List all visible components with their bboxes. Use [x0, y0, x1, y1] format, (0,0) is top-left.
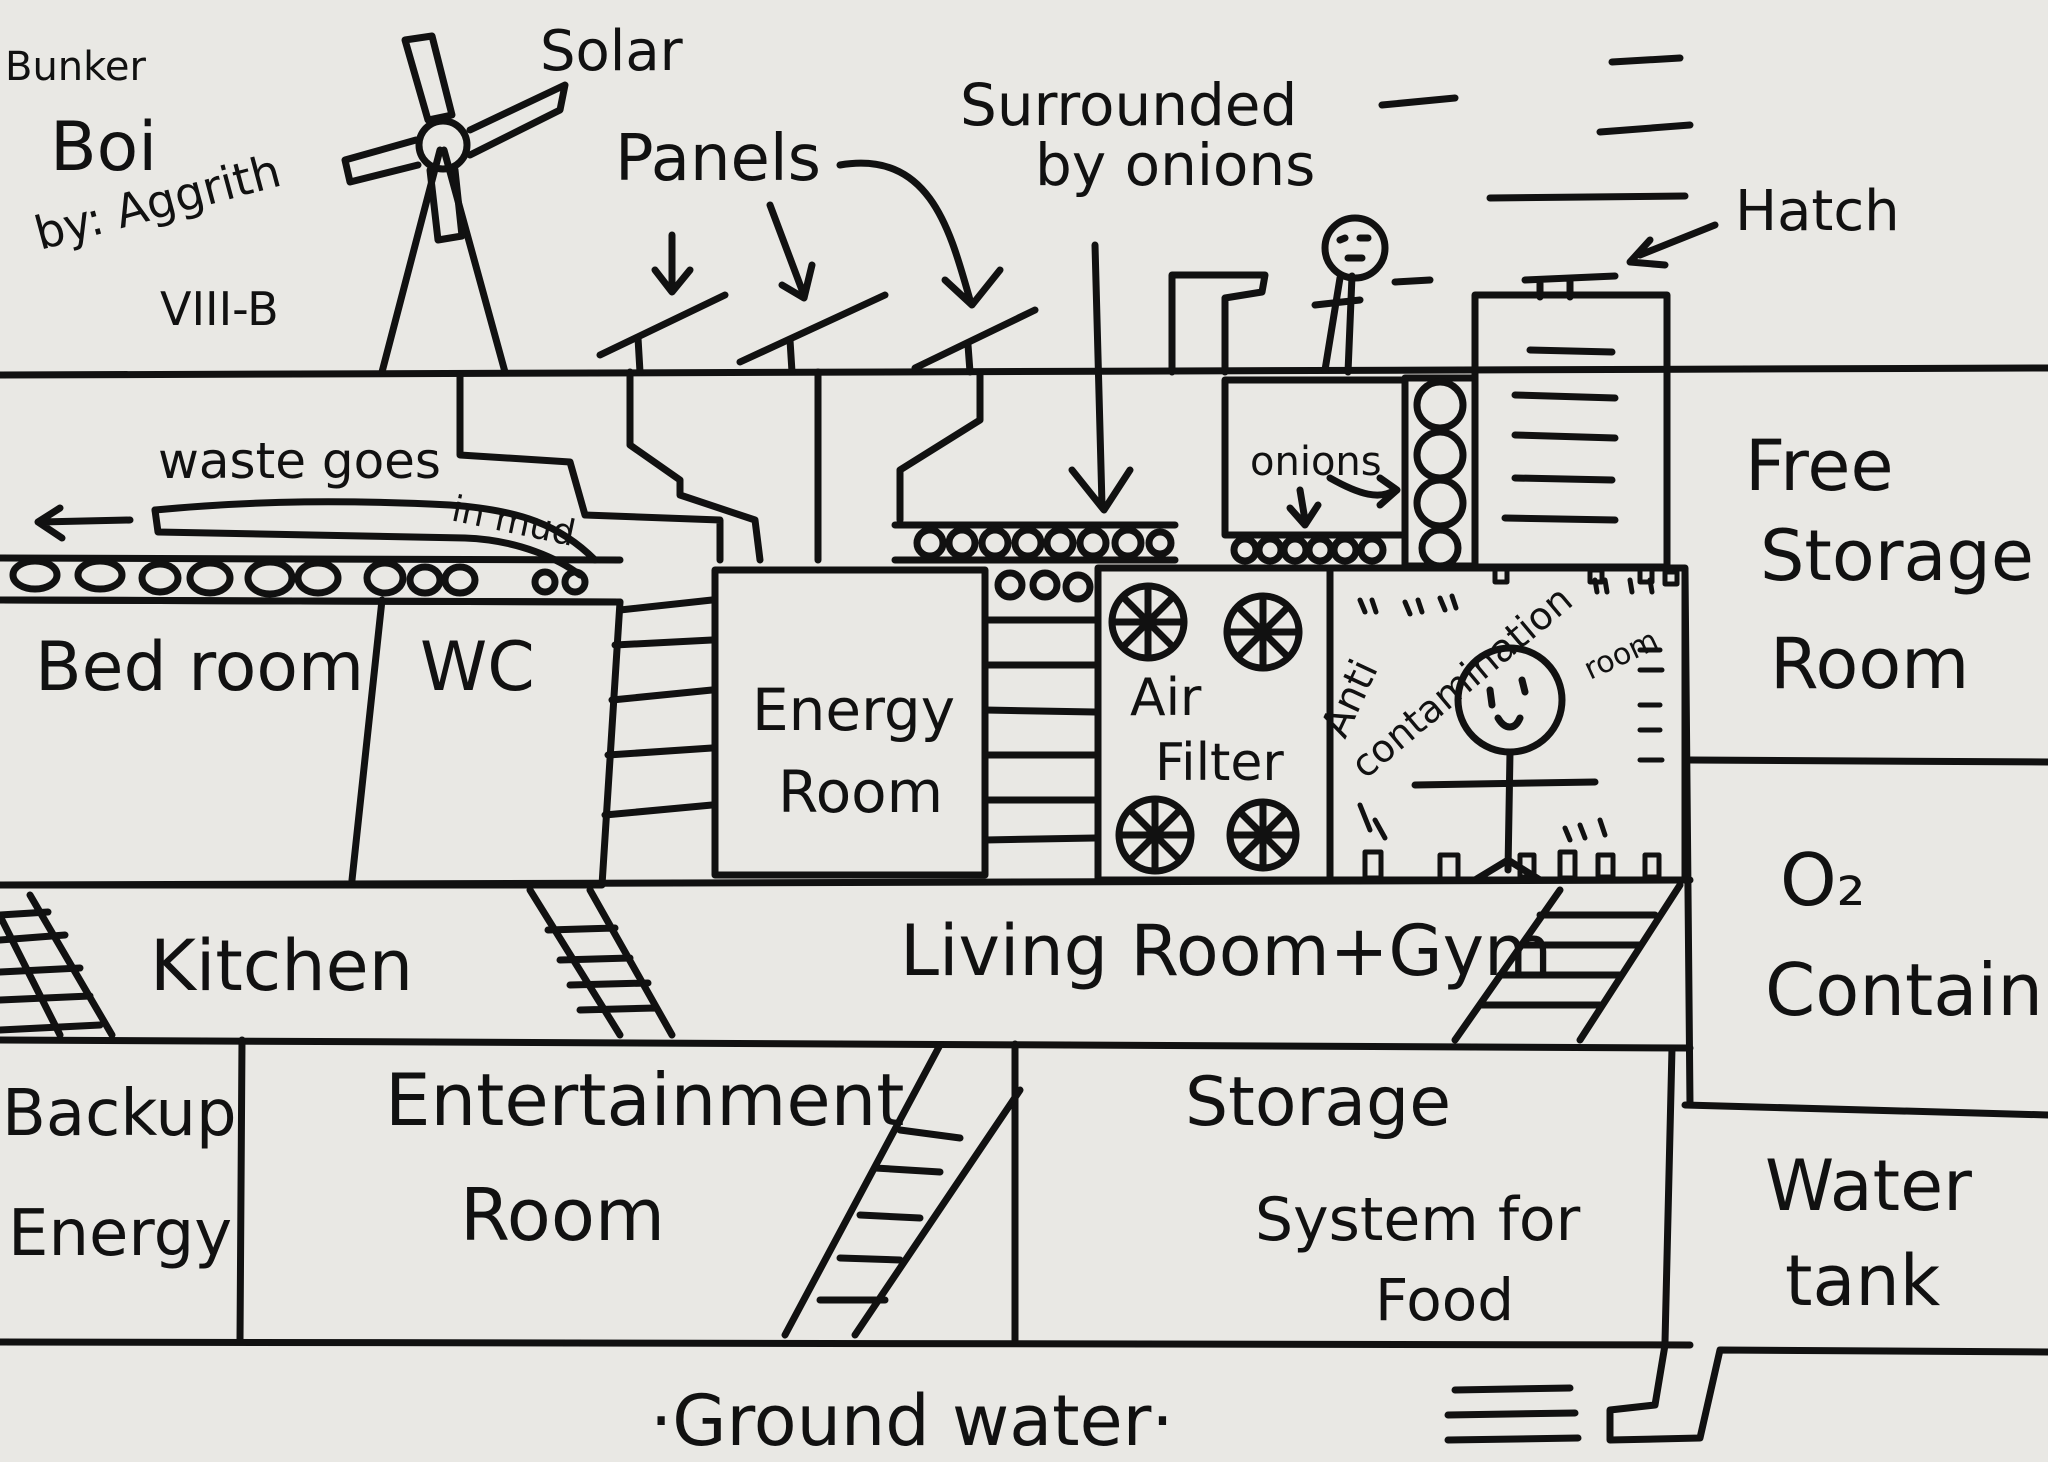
water-tank-line2: tank — [1785, 1240, 1941, 1322]
bedroom-label: Bed room — [35, 628, 364, 707]
storage-line1: Storage — [1185, 1063, 1451, 1142]
stickman-inside — [1411, 644, 1599, 884]
free-storage-line2: Storage — [1760, 515, 2034, 597]
right-divider-2 — [1681, 1101, 2048, 1119]
o2-container-line2: Contain — [1765, 948, 2043, 1032]
energy-room-line1: Energy — [752, 676, 955, 744]
right-divider-1 — [1686, 756, 2048, 766]
ground-surface-line — [0, 364, 2048, 379]
hatch-label: Hatch — [1735, 179, 1900, 244]
entertainment-line1: Entertainment — [385, 1058, 905, 1142]
onions-label: onions — [1250, 439, 1382, 485]
fan-icons — [1108, 582, 1303, 875]
ground-water-label: ·Ground water· — [650, 1380, 1174, 1462]
air-filter-line2: Filter — [1155, 733, 1284, 793]
surrounded-label: Surrounded — [960, 71, 1297, 139]
storage-line2: System for — [1255, 1185, 1581, 1255]
windmill — [341, 32, 569, 376]
solar-label: Solar — [540, 19, 684, 84]
energy-room-line2: Room — [778, 758, 943, 826]
panels-label: Panels — [615, 122, 821, 196]
backup-energy-line2: Energy — [8, 1197, 232, 1271]
by-onions-label: by onions — [1035, 131, 1315, 199]
title-line4: VIII-B — [160, 282, 279, 336]
onion-row-2 — [913, 526, 1175, 603]
storage-line3: Food — [1375, 1266, 1514, 1334]
free-storage-line1: Free — [1745, 425, 1894, 507]
air-filter-line1: Air — [1130, 668, 1202, 728]
bed-wc-wall — [348, 596, 386, 884]
mud-ovals — [9, 557, 589, 598]
handwritten-labels: Bunker Boi by: Aggrith VIII-B Solar Pane… — [2, 19, 2043, 1462]
wc-label: WC — [420, 628, 535, 707]
solar-panels — [596, 159, 1039, 376]
title-line2: Boi — [50, 108, 157, 187]
o2-container-line1: O₂ — [1780, 838, 1866, 922]
living-room-label: Living Room+Gym — [900, 910, 1552, 992]
backup-energy-line1: Backup — [2, 1077, 237, 1151]
entertainment-line2: Room — [460, 1173, 665, 1257]
water-tank-line1: Water — [1765, 1145, 1972, 1227]
onion-row-1 — [1230, 535, 1387, 565]
kitchen-label: Kitchen — [150, 925, 413, 1007]
free-storage-line3: Room — [1770, 623, 1969, 705]
title-line1: Bunker — [5, 44, 146, 90]
waste-label: waste goes — [158, 432, 441, 490]
ink-lines — [0, 32, 2048, 1444]
